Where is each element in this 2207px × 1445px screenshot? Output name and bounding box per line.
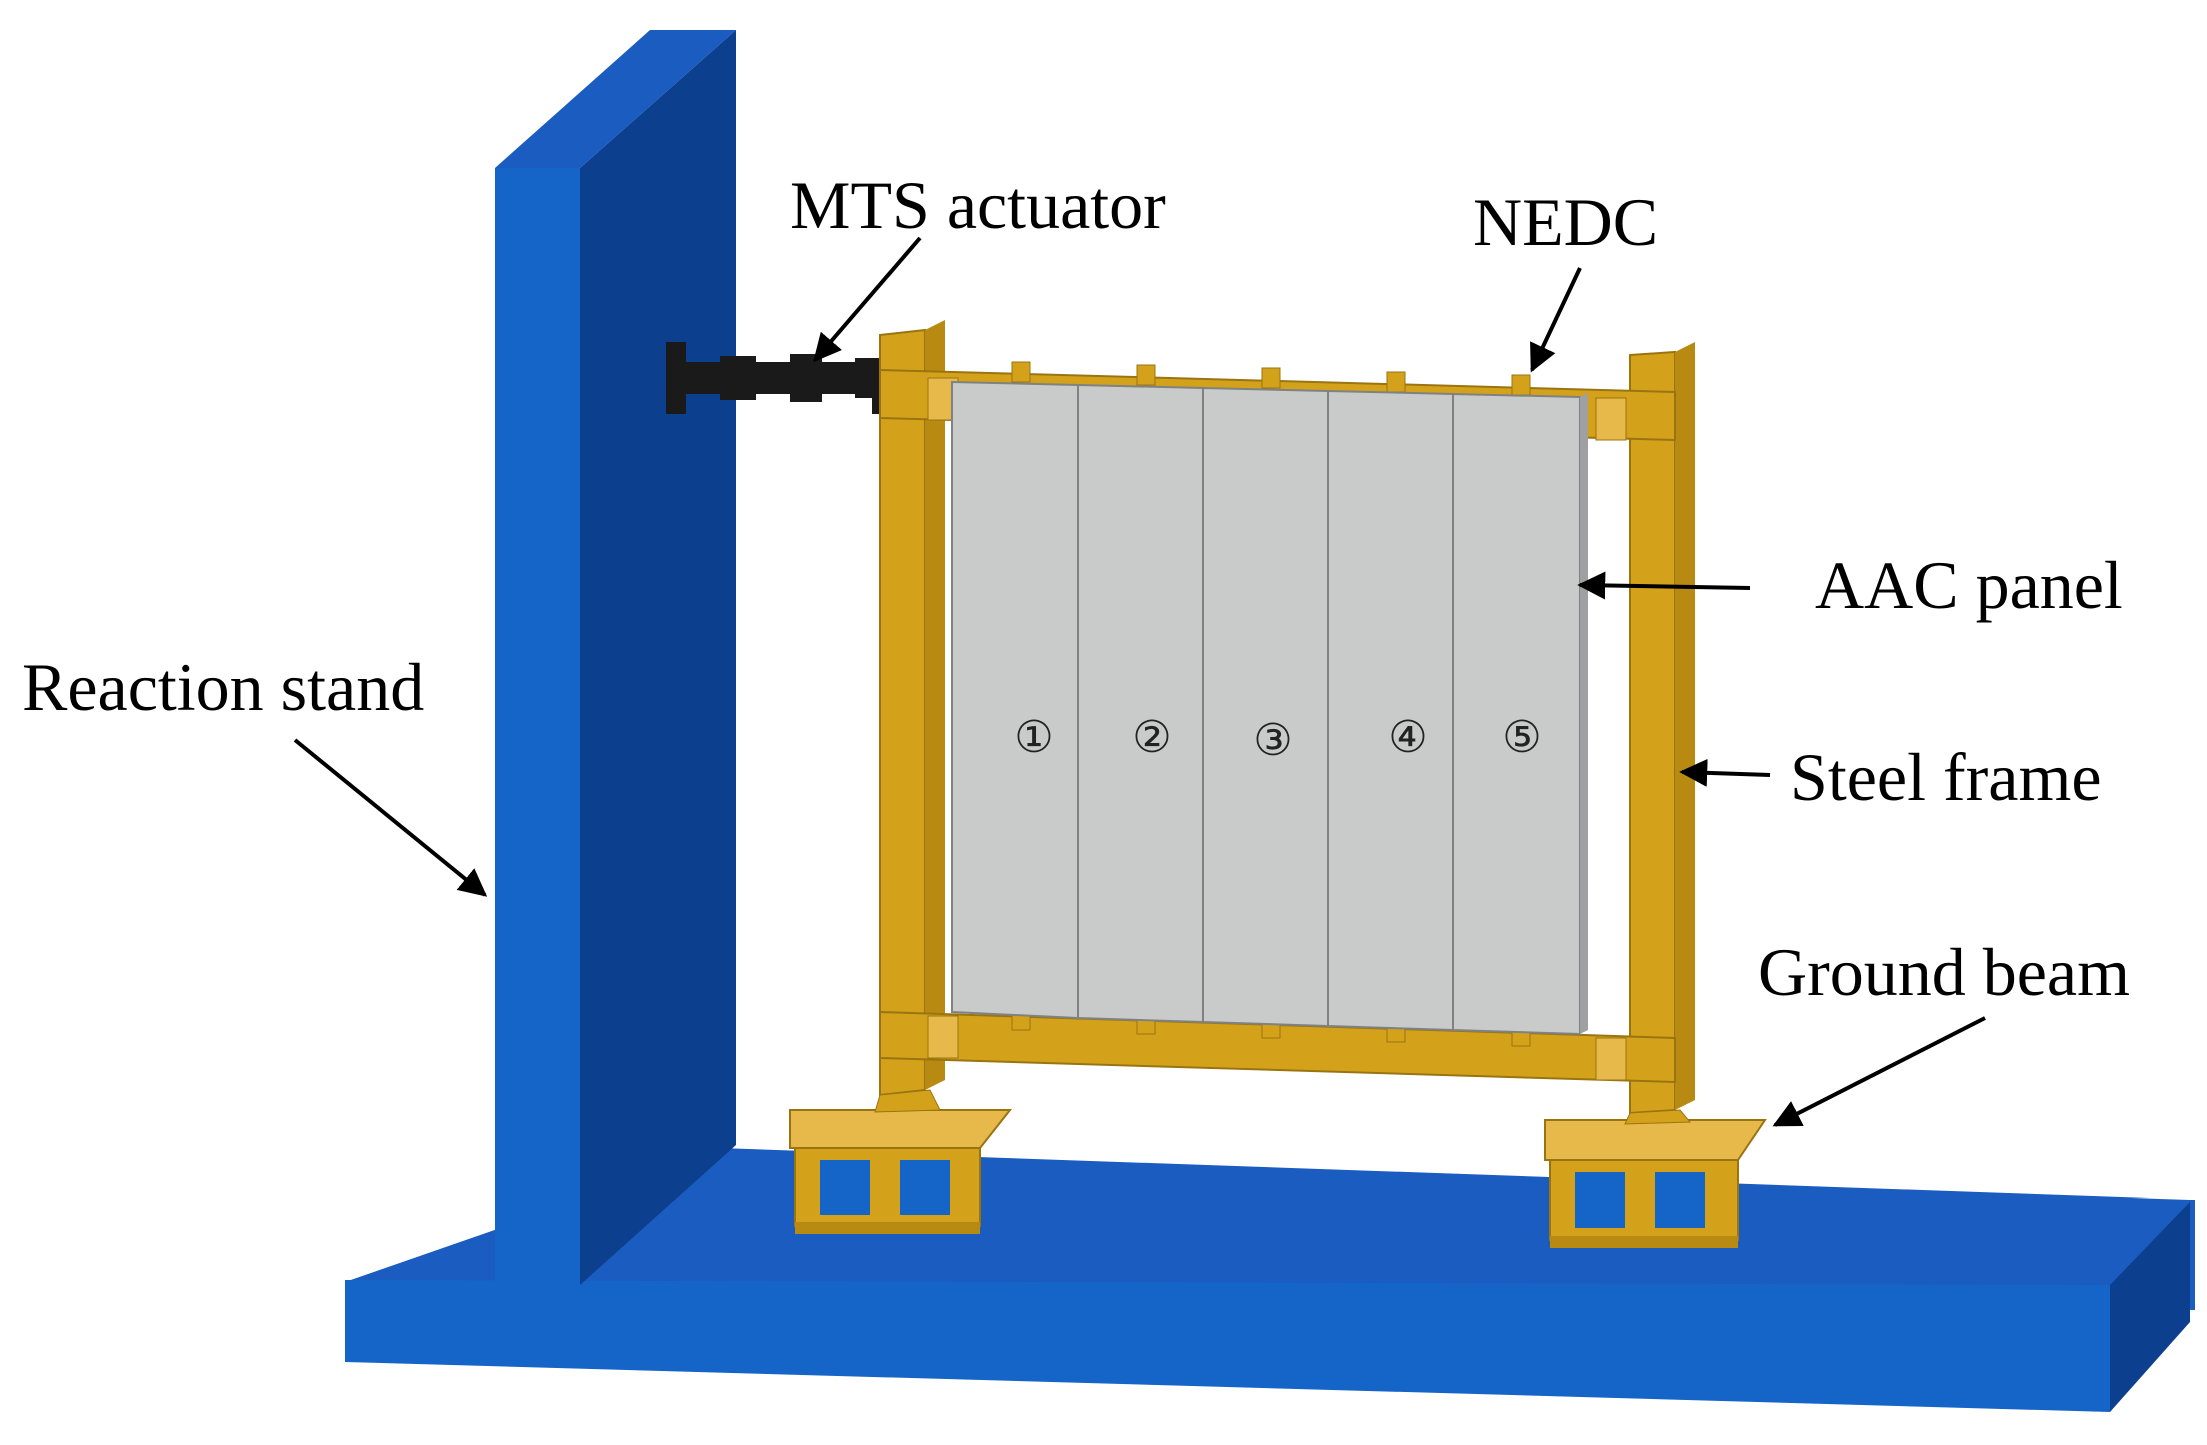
aac-panel-3 <box>1202 386 1329 1028</box>
ground-slab-side <box>2110 1202 2190 1412</box>
panel-number-1: ① <box>1014 712 1053 763</box>
label-ground-beam: Ground beam <box>1758 934 2130 1010</box>
arrow-ground-beam <box>1772 1016 1986 1127</box>
arrows <box>293 236 1986 1127</box>
panel-number-3: ③ <box>1253 715 1292 766</box>
arrow-reaction-stand <box>293 738 488 897</box>
reaction-stand-front <box>495 168 580 1288</box>
ground-beam-left <box>789 1089 1013 1234</box>
label-aac-panel: AAC panel <box>1815 547 2123 623</box>
reaction-stand-top <box>495 30 736 168</box>
panel-numbers: ① ② ③ ④ ⑤ <box>1014 712 1541 766</box>
arrow-aac-panel <box>1577 571 1751 600</box>
panel-number-2: ② <box>1132 712 1171 763</box>
arrow-mts-actuator <box>813 236 922 363</box>
aac-panel-4 <box>1327 389 1454 1032</box>
label-steel-frame: Steel frame <box>1790 739 2102 815</box>
label-nedc: NEDC <box>1473 184 1658 260</box>
reaction-stand-side <box>580 30 736 1285</box>
reaction-stand <box>495 30 736 1288</box>
panel-number-4: ④ <box>1388 712 1427 763</box>
arrow-nedc <box>1530 267 1582 373</box>
arrow-steel-frame <box>1679 758 1771 787</box>
label-mts-actuator: MTS actuator <box>790 167 1166 243</box>
label-reaction-stand: Reaction stand <box>22 649 424 725</box>
mts-actuator <box>666 342 892 414</box>
aac-panel-1 <box>951 380 1079 1020</box>
aac-panels <box>951 380 1588 1036</box>
aac-panel-2 <box>1077 383 1204 1024</box>
panel-number-5: ⑤ <box>1502 712 1541 763</box>
ground-slab-front <box>345 1280 2110 1412</box>
ground-beam-right <box>1544 1109 1767 1248</box>
